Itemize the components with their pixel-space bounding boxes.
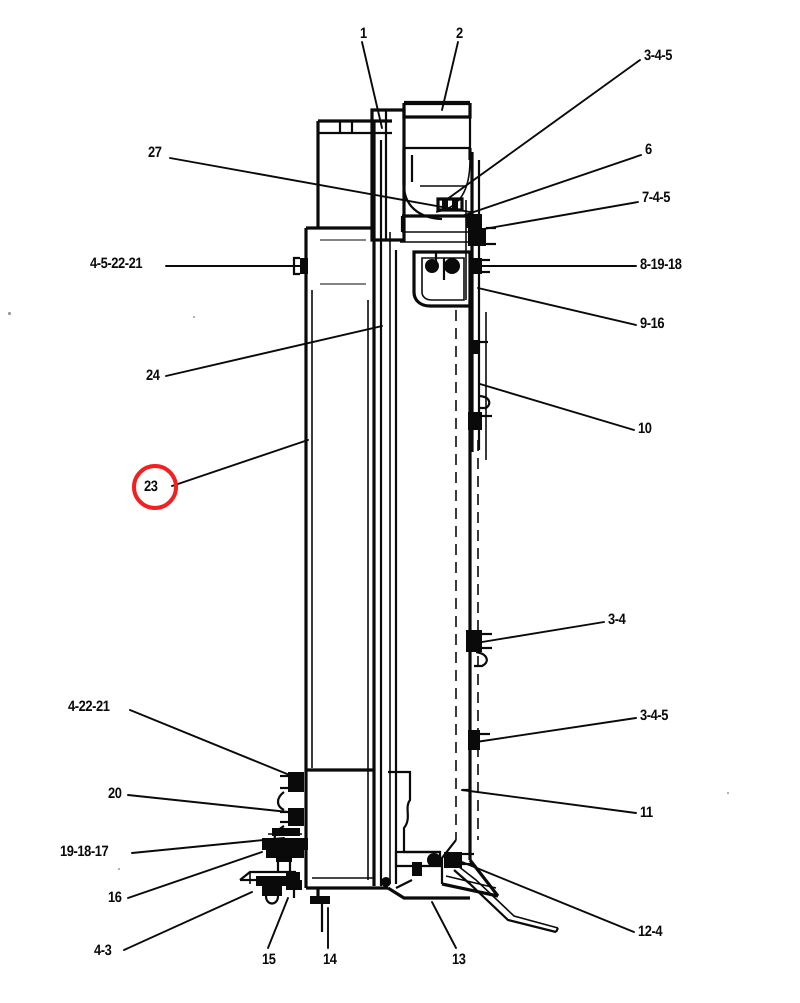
scan-speck-right (727, 792, 729, 794)
scan-speck-left (8, 312, 11, 315)
right-vertical-member (455, 300, 492, 860)
callout-4-3: 4-3 (94, 942, 112, 959)
callout-4-22-21: 4-22-21 (68, 698, 110, 715)
leader-3-4 (469, 621, 605, 645)
callout-8-19-18: 8-19-18 (640, 256, 682, 273)
callout-3-4-5-low: 3-4-5 (640, 707, 668, 724)
leader-27 (169, 157, 471, 213)
callout-12-4: 12-4 (638, 923, 663, 940)
callout-15: 15 (262, 951, 276, 968)
callout-27: 27 (148, 144, 162, 161)
callout-11: 11 (640, 804, 653, 821)
leader-20 (127, 794, 289, 813)
top-flange-assembly (316, 100, 472, 242)
callout-24: 24 (146, 367, 160, 384)
upper-column (304, 133, 372, 770)
callout-23: 23 (144, 478, 158, 495)
leader-19-18-17 (131, 837, 285, 854)
leader-3-4-5-b (475, 717, 637, 743)
callout-3-4: 3-4 (608, 611, 626, 628)
callout-2: 2 (456, 25, 463, 42)
leader-9-16 (477, 287, 637, 326)
callout-13: 13 (452, 951, 466, 968)
leader-3-4-5-a (445, 59, 641, 201)
leader-7-4-5 (477, 201, 639, 231)
leader-12-4 (461, 861, 635, 933)
callout-9-16: 9-16 (640, 315, 665, 332)
leader-4-22-21 (129, 709, 293, 777)
lower-column-box (304, 768, 470, 932)
callout-leader-lines (123, 41, 642, 951)
center-rail (367, 120, 398, 886)
leader-13 (431, 901, 457, 949)
callout-1: 1 (360, 25, 367, 42)
lower-left-fittings (239, 772, 308, 905)
leader-6 (461, 154, 642, 217)
leader-11 (461, 789, 637, 814)
leader-16 (127, 851, 263, 899)
leader-4-3 (123, 891, 253, 951)
machine-outline (239, 100, 559, 934)
leader-24 (165, 325, 383, 377)
leader-2 (441, 41, 459, 111)
leader-23 (171, 439, 309, 487)
base-and-rod (427, 839, 559, 934)
callout-6: 6 (645, 141, 652, 158)
body-detail-lines (305, 239, 366, 760)
callout-14: 14 (323, 951, 337, 968)
scan-speck-mid (193, 316, 195, 318)
callout-10: 10 (638, 420, 652, 437)
callout-3-4-5-top: 3-4-5 (644, 47, 672, 64)
callout-4-5-22-21: 4-5-22-21 (90, 255, 143, 272)
leader-15 (267, 897, 289, 949)
leader-10 (479, 383, 635, 431)
callout-20: 20 (108, 785, 122, 802)
callout-19-18-17: 19-18-17 (60, 843, 109, 860)
callout-16: 16 (108, 889, 122, 906)
leader-1 (361, 41, 383, 129)
callout-7-4-5: 7-4-5 (642, 189, 670, 206)
scan-speck-low (118, 868, 120, 870)
